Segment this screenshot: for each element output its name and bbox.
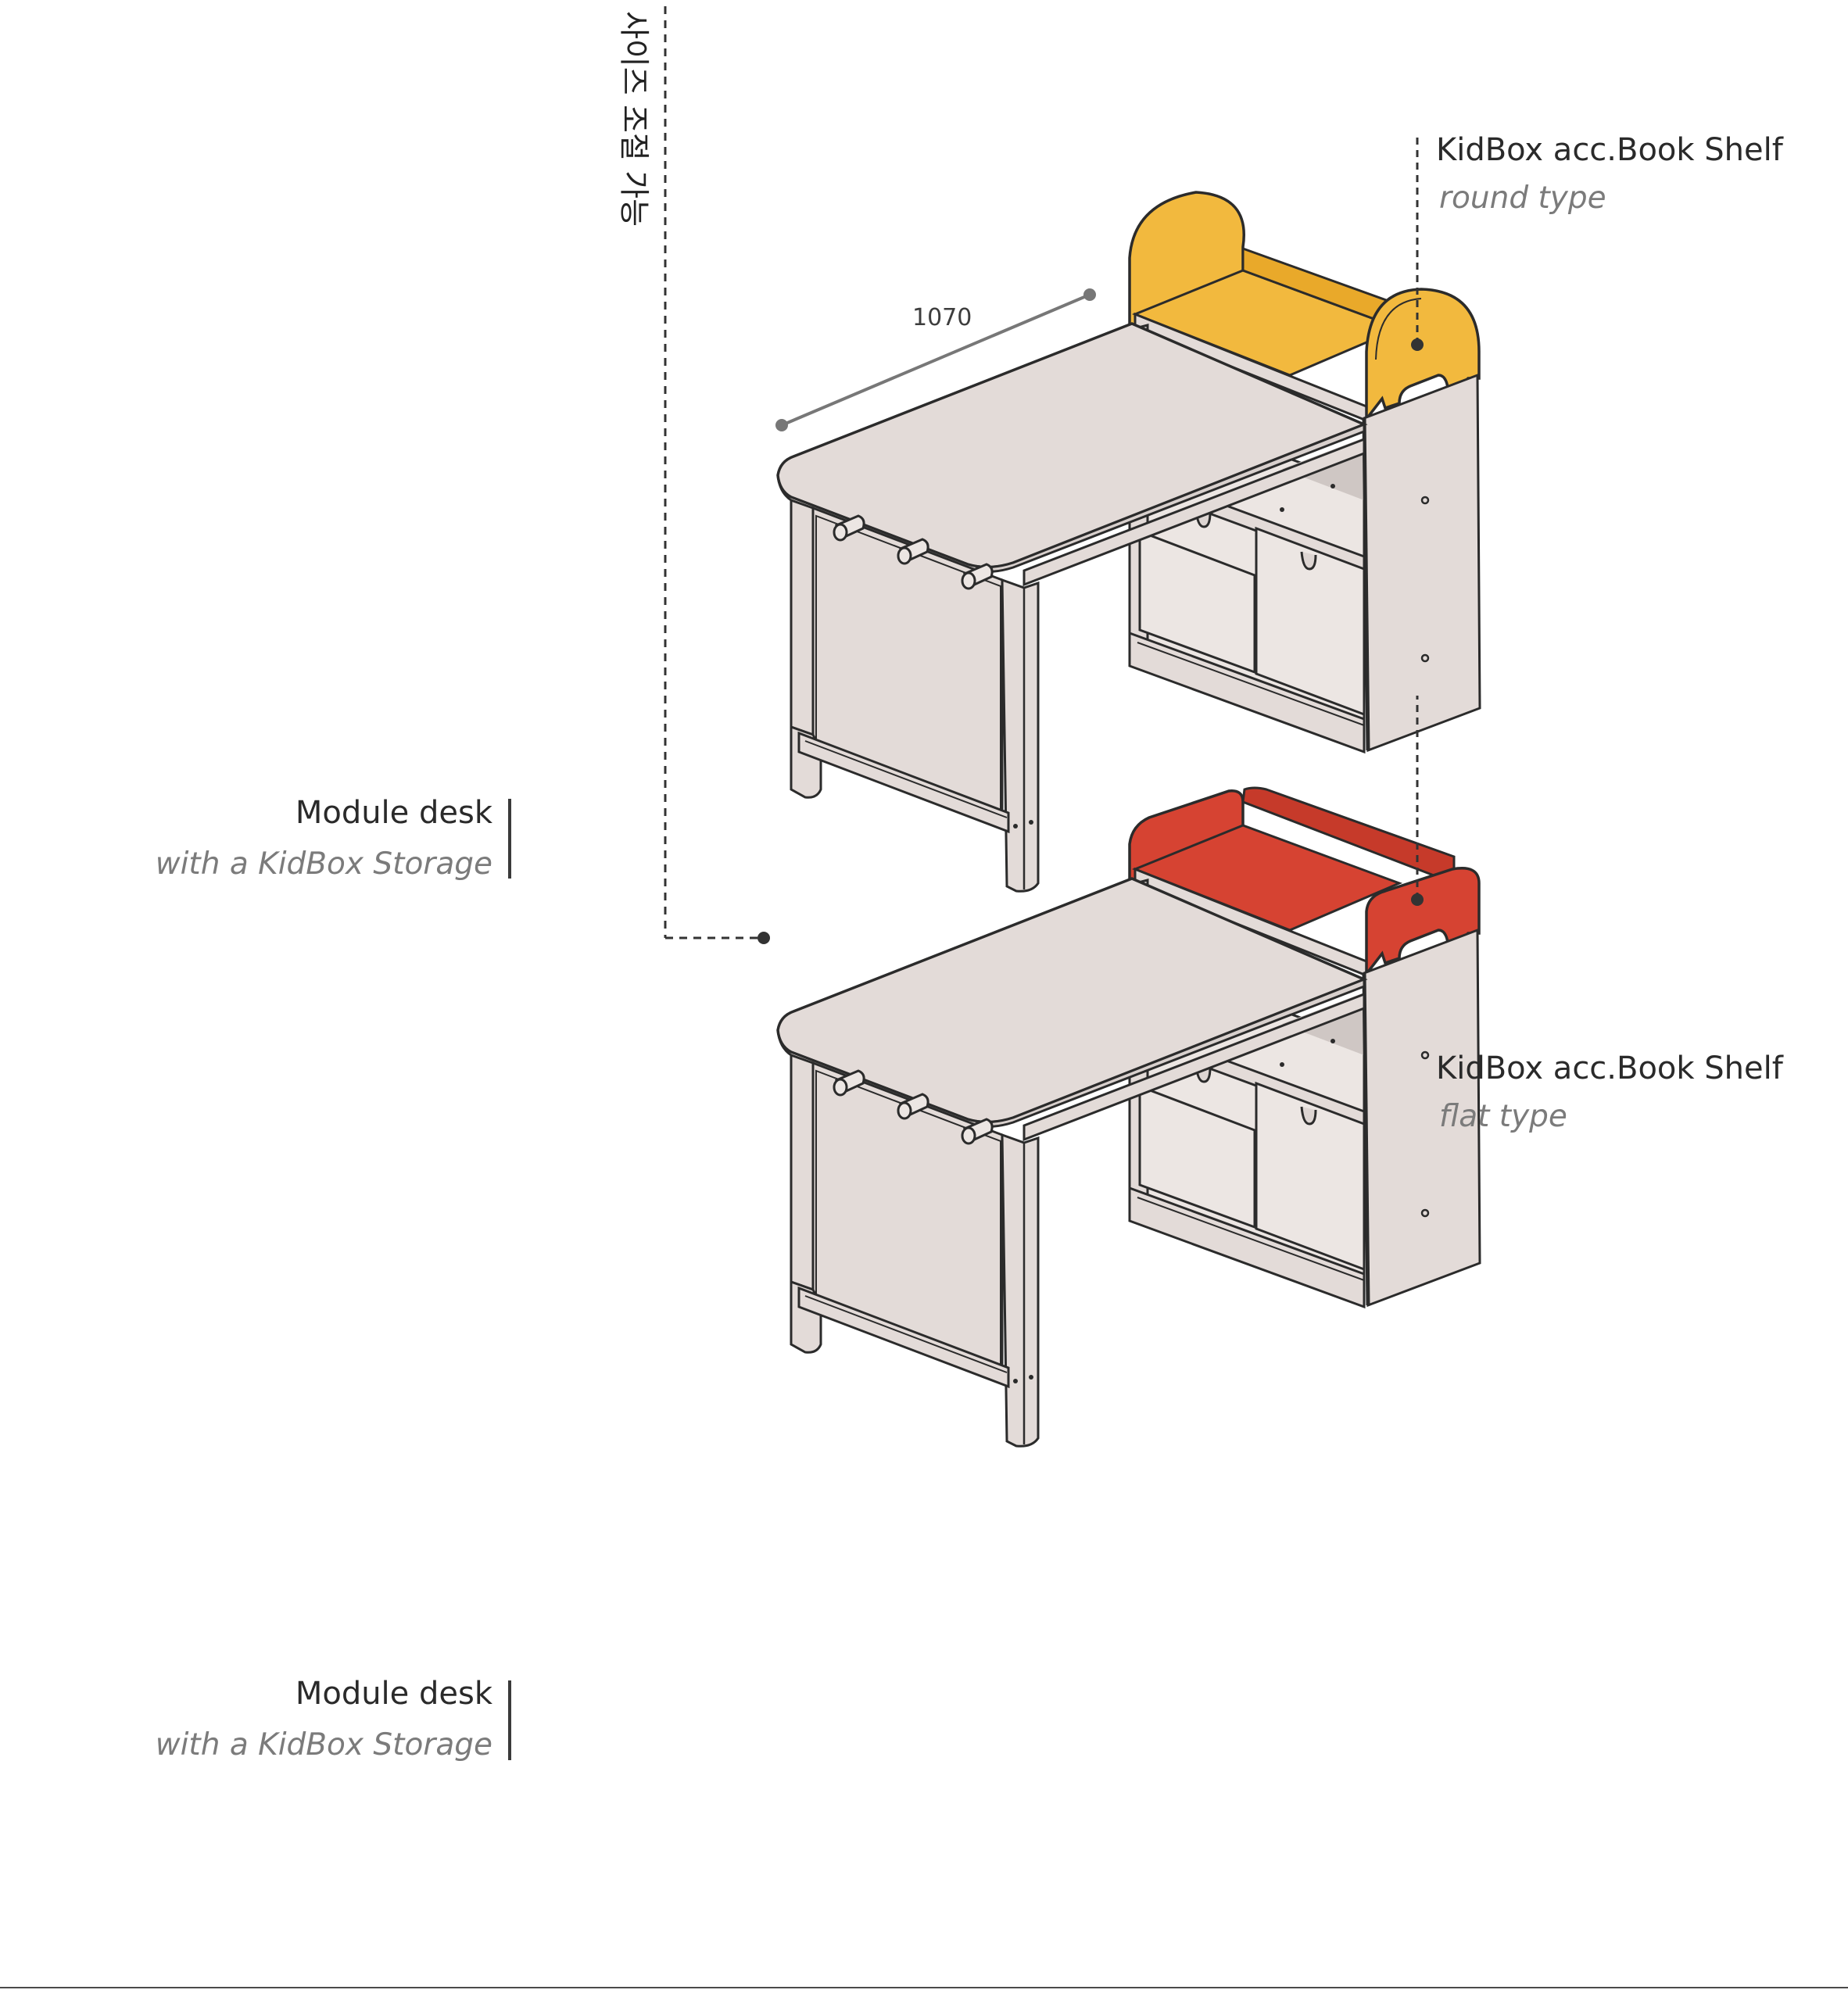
bottom-desk-callout: Module desk with a KidBox Storage bbox=[156, 1678, 492, 1760]
round-shelf-title: KidBox acc.Book Shelf bbox=[1436, 132, 1783, 168]
round-shelf-callout: KidBox acc.Book Shelf round type bbox=[1436, 134, 1783, 213]
bottom-desk-callout-bar bbox=[508, 1680, 511, 1760]
dimension-label: 1070 bbox=[912, 304, 972, 331]
top-desk-title: Module desk bbox=[295, 795, 492, 831]
size-adjust-guide bbox=[664, 6, 770, 944]
bottom-desk-subtitle: with a KidBox Storage bbox=[155, 1727, 492, 1763]
flat-shelf-subtitle: flat type bbox=[1439, 1099, 1567, 1134]
flat-shelf-callout: KidBox acc.Book Shelf flat type bbox=[1436, 1053, 1783, 1132]
size-adjustable-label: 사이즈 조절 가능 bbox=[615, 11, 651, 227]
flat-shelf-title: KidBox acc.Book Shelf bbox=[1436, 1050, 1783, 1086]
desk-flat-shelf bbox=[778, 696, 1480, 1446]
dimension-line bbox=[775, 288, 1096, 431]
bottom-desk-title: Module desk bbox=[295, 1676, 492, 1712]
bottom-rule bbox=[0, 1987, 1848, 1988]
top-desk-callout-bar bbox=[508, 799, 511, 879]
top-desk-subtitle: with a KidBox Storage bbox=[155, 846, 492, 882]
round-shelf-subtitle: round type bbox=[1439, 181, 1606, 216]
desk-round-shelf bbox=[778, 138, 1480, 891]
top-desk-callout: Module desk with a KidBox Storage bbox=[156, 797, 492, 879]
